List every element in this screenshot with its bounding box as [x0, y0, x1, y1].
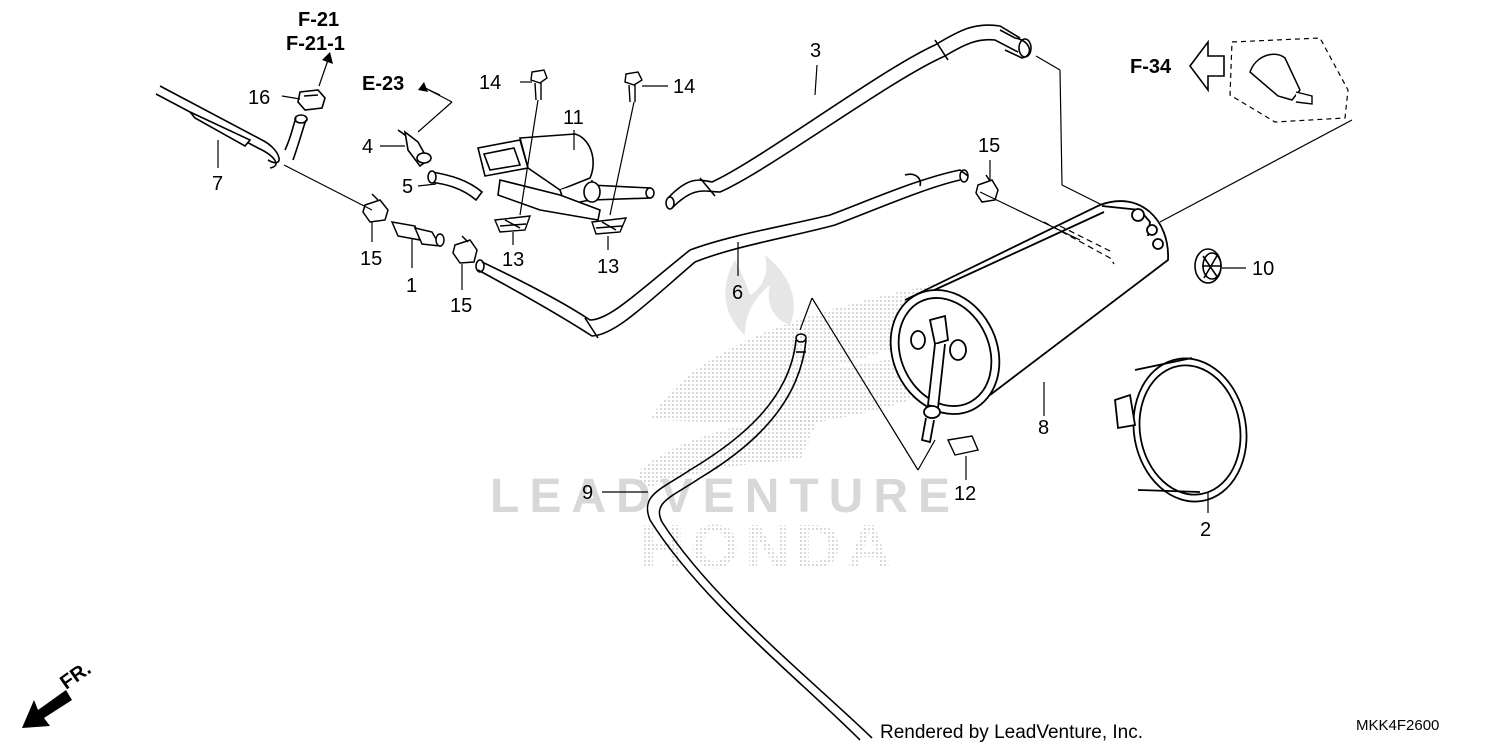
callout-12: 12	[954, 483, 976, 505]
part-15-clamp-b	[452, 235, 478, 264]
part-6-hose	[475, 169, 969, 339]
footer-credit: Rendered by LeadVenture, Inc.	[880, 722, 1143, 743]
callout-14a: 14	[479, 72, 501, 94]
callout-8: 8	[1038, 417, 1049, 439]
part-10-mount	[1194, 248, 1222, 284]
part-4-joint	[397, 129, 432, 168]
part-7-pipe	[155, 85, 308, 169]
callout-11: 11	[563, 107, 584, 129]
callout-16: 16	[248, 87, 270, 109]
part-16-clip	[297, 89, 326, 111]
callout-4: 4	[362, 136, 373, 158]
callout-14b: 14	[673, 76, 695, 98]
part-13-grommet-b	[591, 217, 628, 235]
callouts: 1 2 3 4 5 6 7 8 9 10 11 12 13 13 14 14 1…	[212, 40, 1274, 541]
callout-1: 1	[406, 275, 417, 297]
callout-10: 10	[1252, 258, 1274, 280]
watermark-make: HONDA	[640, 513, 897, 582]
front-arrow: FR.	[22, 658, 95, 728]
part-1-joint	[390, 221, 445, 247]
part-5-tube	[427, 170, 484, 202]
part-14-bolt-b	[624, 71, 643, 103]
part-2-band	[1114, 357, 1248, 503]
callout-15a: 15	[360, 248, 382, 270]
ref-f-34: F-34	[1130, 56, 1172, 78]
ref-e-23: E-23	[362, 73, 404, 95]
part-9-tube	[646, 333, 873, 741]
front-label: FR.	[56, 658, 95, 695]
part-14-bolt-a	[530, 69, 548, 101]
leader-lines	[217, 52, 1353, 513]
part-15-clamp-c	[975, 174, 999, 203]
callout-13a: 13	[502, 249, 524, 271]
callout-13b: 13	[597, 256, 619, 278]
reference-labels: F-21 F-21-1 E-23 F-34	[286, 9, 1172, 95]
callout-15b: 15	[450, 295, 472, 317]
ref-f-21: F-21	[298, 9, 339, 31]
callout-2: 2	[1200, 519, 1211, 541]
part-13-grommet-a	[493, 215, 532, 233]
part-12-pad	[946, 435, 979, 456]
callout-9: 9	[582, 482, 593, 504]
callout-15c: 15	[978, 135, 1000, 157]
ref-f-21-1: F-21-1	[286, 33, 345, 55]
callout-3: 3	[810, 40, 821, 62]
callout-7: 7	[212, 173, 223, 195]
callout-5: 5	[402, 176, 413, 198]
part-15-clamp-a	[362, 193, 389, 223]
part-11-solenoid-valve	[477, 133, 655, 221]
f-34-arrow	[1189, 39, 1225, 93]
watermark-brand: LEADVENTURE	[490, 470, 960, 523]
part-3-hose	[665, 24, 1032, 210]
callout-6: 6	[732, 282, 743, 304]
diagram-code: MKK4F2600	[1356, 717, 1439, 734]
f-34-ref-part	[1229, 37, 1349, 123]
part-8-canister	[889, 200, 1169, 444]
